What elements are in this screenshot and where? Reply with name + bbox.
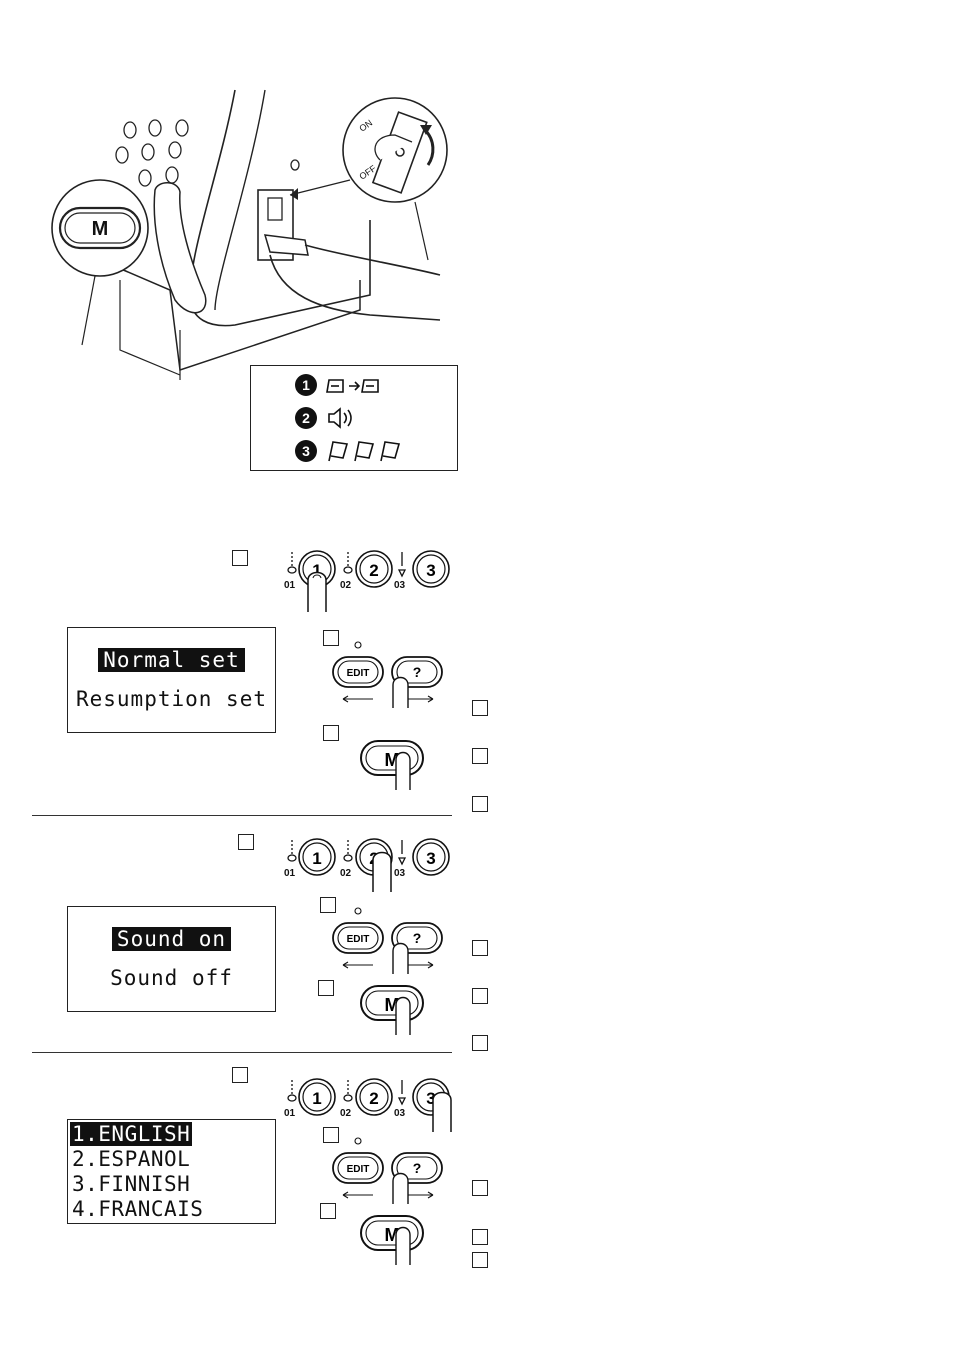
pattern-keys-2: 01 02 03 [284,840,407,879]
finger-icon [307,571,327,612]
lcd-language: 1.ENGLISH 2.ESPANOL 3.FINNISH 4.FRANCAIS [67,1119,276,1224]
step-box-r9 [472,1252,488,1268]
svg-text:EDIT: EDIT [347,934,370,945]
step-box-3b [323,1127,339,1143]
panel-number-1: 1 [302,377,310,393]
edit-button[interactable]: EDIT [332,656,384,688]
pattern-code-03: 03 [394,580,406,591]
lcd-option: Resumption set [75,687,267,711]
memory-resume-icon [326,379,379,393]
pattern-key-1[interactable]: 1 [298,838,336,876]
svg-text:1: 1 [312,1089,321,1108]
memory-m-button[interactable]: M [360,1215,424,1251]
edit-button[interactable]: EDIT [332,922,384,954]
step-box-r7 [472,1180,488,1196]
pattern-key-2[interactable]: 2 [355,1078,393,1116]
pattern-key-2[interactable]: 2 [355,550,393,588]
pattern-code-01: 01 [284,580,296,591]
svg-text:03: 03 [394,1108,406,1119]
edit-button[interactable]: EDIT [332,1152,384,1184]
help-button[interactable]: ? [391,922,443,954]
step-box-2b [320,897,336,913]
svg-text:1: 1 [312,849,321,868]
language-flag-icon [328,441,401,462]
finger-icon [392,676,409,708]
m-callout-label: M [92,218,109,240]
finger-icon [395,996,411,1035]
section-divider-1 [32,815,452,816]
finger-icon [395,1226,411,1265]
svg-text:02: 02 [340,868,352,879]
svg-text:?: ? [413,1160,422,1176]
step-box-3a [232,1067,248,1083]
svg-text:03: 03 [394,868,406,879]
finger-icon [372,851,392,892]
finger-icon [392,942,409,974]
lcd-selected-option: Sound on [111,927,232,951]
machine-illustration: M ON OFF [51,89,448,380]
step-box-r8 [472,1229,488,1245]
step-box-r2 [472,748,488,764]
panel-number-2: 2 [302,410,310,426]
finger-icon [432,1091,452,1132]
step-box-1b [323,630,339,646]
svg-text:3: 3 [426,1089,435,1108]
finger-icon [392,1172,409,1204]
step-box-r1 [472,700,488,716]
svg-text:?: ? [413,664,422,680]
step-box-2c [318,980,334,996]
memory-m-button[interactable]: M [360,985,424,1021]
svg-text:02: 02 [340,1108,352,1119]
pattern-keys-3: 01 02 03 [284,1080,407,1119]
svg-text:3: 3 [426,849,435,868]
step-box-r5 [472,988,488,1004]
panel-number-3: 3 [302,443,310,459]
svg-text:2: 2 [369,1089,378,1108]
function-panel: 1 2 3 [250,365,458,471]
step-box-1c [323,725,339,741]
svg-text:01: 01 [284,1108,296,1119]
svg-text:EDIT: EDIT [347,668,370,679]
lcd-sound: Sound on Sound off [67,906,276,1012]
pattern-code-02: 02 [340,580,352,591]
lcd-resumption: Normal set Resumption set [67,627,276,733]
step-box-r3 [472,796,488,812]
step-box-r6 [472,1035,488,1051]
lcd-option: Sound off [110,966,233,990]
svg-text:?: ? [413,930,422,946]
step-box-2a [238,834,254,850]
section-divider-2 [32,1052,452,1053]
svg-text:01: 01 [284,868,296,879]
svg-text:1: 1 [312,561,321,580]
pattern-key-3[interactable]: 3 [412,550,450,588]
lcd-selected-option: Normal set [98,648,245,672]
svg-text:3: 3 [426,561,435,580]
sound-icon [328,407,352,429]
finger-icon [395,751,411,790]
language-item: 4.FRANCAIS [72,1197,204,1221]
step-box-1a [232,550,248,566]
pattern-keys-1: 01 02 03 [284,552,407,591]
pattern-key-1[interactable]: 1 [298,1078,336,1116]
language-item: 2.ESPANOL [72,1147,191,1171]
step-box-3c [320,1203,336,1219]
pattern-key-3[interactable]: 3 [412,838,450,876]
language-item-selected: 1.ENGLISH [70,1122,193,1146]
svg-text:2: 2 [369,561,378,580]
svg-text:EDIT: EDIT [347,1164,370,1175]
language-item: 3.FINNISH [72,1172,191,1196]
step-box-r4 [472,940,488,956]
memory-m-button[interactable]: M [360,740,424,776]
